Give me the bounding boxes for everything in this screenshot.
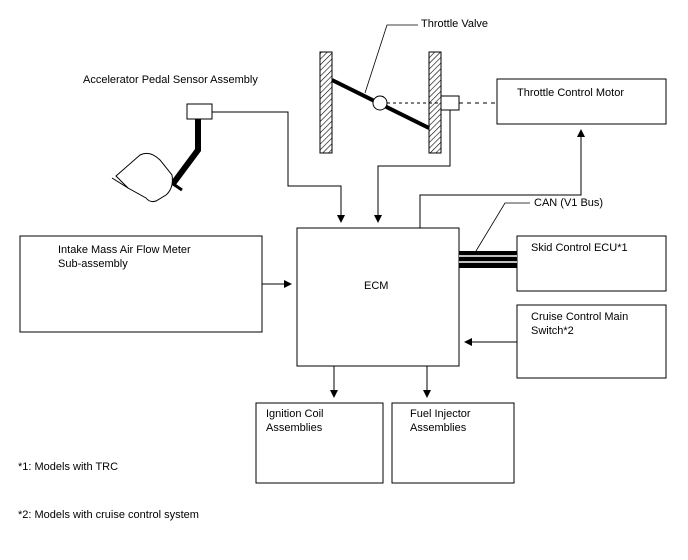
skid-control-ecu-box: [516, 235, 667, 292]
throttle-control-motor-label: Throttle Control Motor: [517, 87, 624, 99]
throttle-control-motor-box: [496, 78, 667, 125]
wire-throttle-sensor-to-ecm: [374, 110, 451, 223]
fuel-injector-label-line2: Assemblies: [410, 422, 467, 434]
ignition-coil-label-line2: Assemblies: [266, 422, 323, 434]
can-bus-lines: [459, 251, 517, 268]
throttle-valve-label: Throttle Valve: [421, 18, 489, 30]
throttle-body-left-wall: [319, 51, 333, 154]
foot-ankle-line: [111, 177, 129, 189]
wire-ecm-to-motor: [419, 129, 585, 228]
ecm-box: [296, 227, 460, 367]
throttle-valve-shaft: [372, 95, 388, 111]
throttle-valve-leader: [364, 24, 418, 94]
ecm-label: ECM: [364, 280, 389, 292]
pedal-sensor-box: [186, 103, 213, 120]
footnote-1: *1: Models with TRC: [18, 461, 119, 473]
maf-meter-box: [19, 235, 263, 333]
can-bus-label: CAN (V1 Bus): [534, 197, 604, 209]
cruise-switch-label-line1: Cruise Control Main: [531, 311, 629, 323]
ignition-coil-box: [255, 402, 384, 484]
fuel-injector-label-line1: Fuel Injector: [410, 408, 471, 420]
foot-shoe: [115, 152, 173, 203]
wire-pedal-to-ecm: [212, 111, 345, 223]
accel-pedal-sensor-label: Accelerator Pedal Sensor Assembly: [83, 74, 258, 86]
cruise-switch-box: [516, 304, 667, 379]
maf-meter-label-line1: Intake Mass Air Flow Meter: [58, 244, 191, 256]
ignition-coil-label-line1: Ignition Coil: [266, 408, 324, 420]
can-bus-leader: [475, 202, 530, 252]
maf-meter-label-line2: Sub-assembly: [58, 258, 128, 270]
cruise-switch-label-line2: Switch*2: [531, 325, 574, 337]
pedal-arm: [169, 119, 201, 187]
footnote-2: *2: Models with cruise control system: [18, 509, 199, 521]
fuel-injector-box: [391, 402, 515, 484]
skid-control-ecu-label: Skid Control ECU*1: [531, 242, 628, 254]
throttle-position-sensor: [440, 95, 460, 111]
